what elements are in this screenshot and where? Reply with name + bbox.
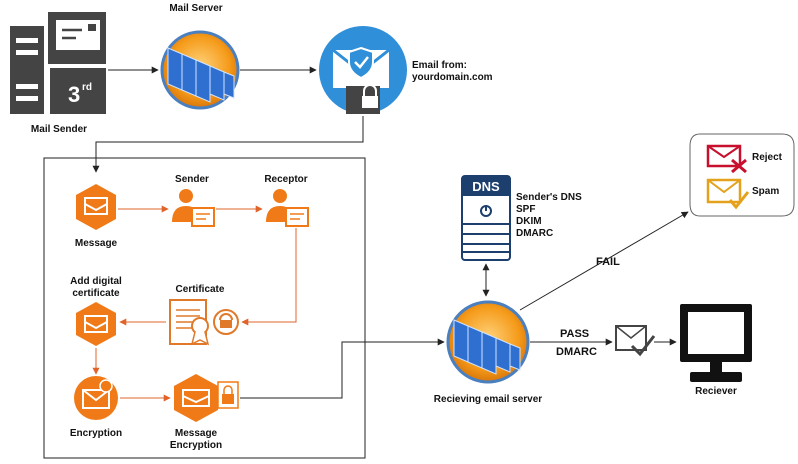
secure-email-icon (319, 26, 407, 114)
third-party-badge: 3 (68, 82, 80, 107)
mail-server-icon (160, 30, 240, 110)
encryption-label: Encryption (69, 428, 123, 439)
dns-line-1: Sender's DNS (516, 192, 582, 203)
message-icon (76, 184, 116, 230)
spam-icon (706, 178, 750, 210)
email-from-label: Email from: (412, 60, 468, 71)
message-label: Message (74, 238, 118, 249)
receiver-label: Reciever (695, 386, 737, 397)
outcome-callout (689, 133, 795, 217)
certificate-label: Certificate (175, 284, 225, 295)
msg-enc-label-2: Encryption (169, 440, 223, 451)
arrow-receptor-to-certificate (241, 228, 297, 326)
add-cert-label-1: Add digital (70, 276, 122, 287)
sender-icon (172, 189, 215, 227)
dns-line-2: SPF (516, 204, 536, 215)
message-encryption-icon (174, 374, 239, 422)
receiving-server-label: Recieving email server (433, 394, 543, 405)
encryption-icon (74, 376, 118, 420)
pass-label: PASS (560, 328, 590, 340)
signing-process-box (43, 157, 366, 459)
email-domain-label: yourdomain.com (412, 72, 493, 83)
mail-sender-icon (10, 12, 106, 114)
arrow-email-to-process (92, 116, 364, 173)
add-certificate-icon (76, 302, 116, 346)
reject-label: Reject (752, 152, 783, 163)
certificate-icon (169, 299, 239, 346)
dns-server-icon (461, 175, 511, 261)
receptor-label: Receptor (264, 174, 308, 185)
dmarc-label: DMARC (556, 346, 597, 358)
mail-sender-label: Mail Sender (30, 124, 88, 135)
arrow-fail (519, 211, 689, 311)
dns-label: DNS (472, 179, 500, 194)
mail-server-label: Mail Server (169, 3, 223, 14)
dns-line-3: DKIM (516, 216, 542, 227)
arrow-to-receiving-server (240, 338, 445, 399)
spam-label: Spam (752, 186, 780, 197)
msg-enc-label-1: Message (174, 428, 218, 439)
fail-label: FAIL (596, 256, 620, 268)
dns-line-4: DMARC (516, 228, 554, 239)
verified-mail-icon (615, 325, 656, 357)
sender-label: Sender (175, 174, 209, 185)
add-cert-label-2: certificate (72, 288, 120, 299)
receiving-server-icon (446, 300, 530, 384)
receptor-icon (266, 189, 309, 227)
receiver-monitor-icon (680, 304, 752, 382)
third-party-sup: rd (82, 82, 92, 93)
reject-icon (706, 144, 747, 174)
